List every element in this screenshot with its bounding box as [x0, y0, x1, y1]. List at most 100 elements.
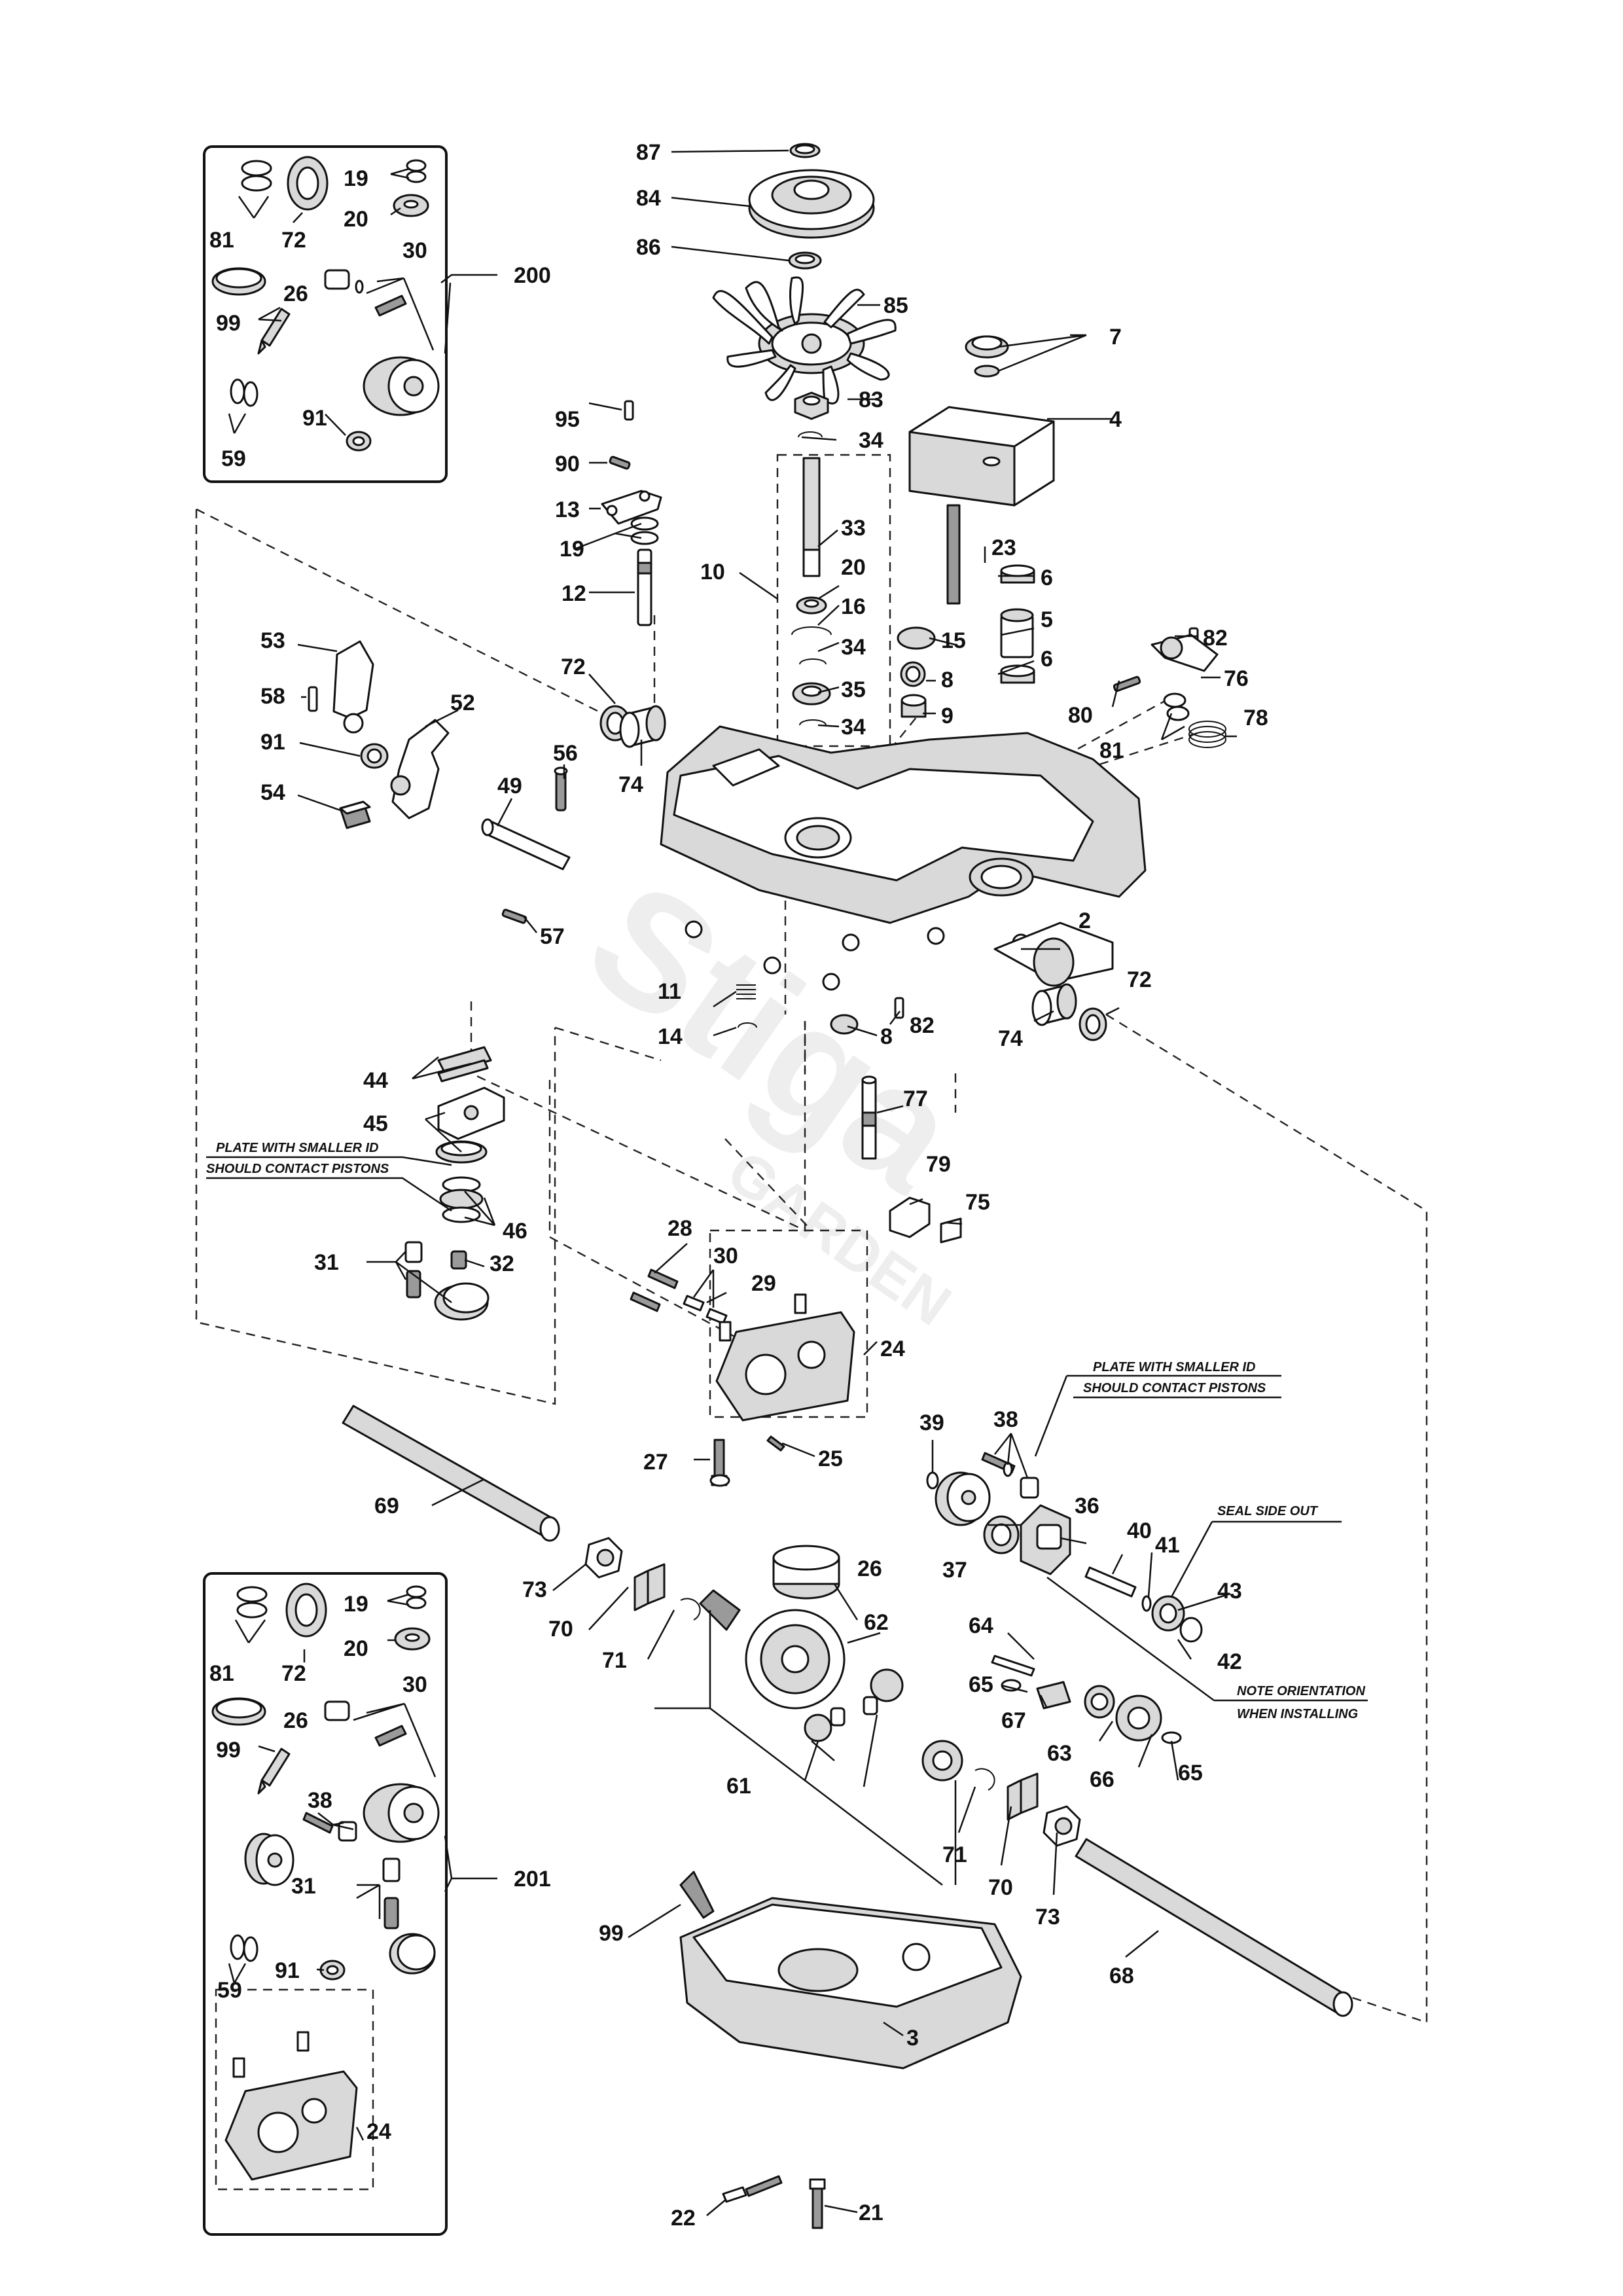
callout-21: 21: [859, 2200, 883, 2225]
callout-81m: 81: [1099, 738, 1124, 763]
callout-61: 61: [726, 1774, 751, 1799]
callout-14: 14: [658, 1024, 683, 1049]
callout-3: 3: [906, 2026, 919, 2051]
callout-26m: 26: [857, 1556, 882, 1581]
pulley-fan-stack: [712, 143, 897, 726]
callout-k1-59: 59: [221, 446, 246, 471]
control-arm-group: [601, 400, 662, 626]
callout-k1-91: 91: [302, 406, 327, 431]
left-axle-group: [342, 1405, 701, 1621]
notes: PLATE WITH SMALLER ID SHOULD CONTACT PIS…: [206, 1141, 1365, 1721]
callout-27: 27: [643, 1450, 668, 1475]
lower-case-group: [679, 1435, 1022, 2229]
return-arm-group: [1113, 627, 1226, 748]
callout-43: 43: [1217, 1579, 1242, 1604]
note-plate-b-2: SHOULD CONTACT PISTONS: [1083, 1381, 1266, 1395]
callout-82b: 82: [910, 1013, 935, 1038]
callout-10: 10: [700, 560, 725, 584]
callout-54: 54: [260, 780, 285, 805]
callout-77: 77: [903, 1086, 928, 1111]
callout-32: 32: [490, 1251, 514, 1276]
callout-6b: 6: [1041, 647, 1053, 672]
callout-74b: 74: [998, 1026, 1023, 1051]
reservoir-group: [897, 335, 1055, 718]
kit-box-200: 81 72 19 20 30 26 99 59 91 200: [203, 145, 551, 483]
callout-k2-99: 99: [216, 1738, 241, 1763]
callout-67: 67: [1001, 1708, 1026, 1733]
callout-9: 9: [941, 704, 954, 728]
note-plate-a-1: PLATE WITH SMALLER ID: [216, 1141, 379, 1155]
callout-k2-38: 38: [308, 1788, 332, 1813]
callout-k1-99: 99: [216, 311, 241, 336]
callout-71a: 71: [602, 1648, 627, 1673]
callout-k2-59: 59: [217, 1978, 242, 2003]
callout-64: 64: [969, 1613, 993, 1638]
callout-34b: 34: [841, 635, 866, 660]
right-pump-group: [926, 1452, 1203, 1643]
note-orient-2: WHEN INSTALLING: [1237, 1707, 1358, 1721]
callout-76: 76: [1224, 666, 1249, 691]
callout-29: 29: [751, 1271, 776, 1296]
callout-k2-26: 26: [283, 1708, 308, 1733]
callout-38a: 38: [993, 1407, 1018, 1432]
right-bearing-group: [736, 983, 1107, 1041]
note-plate-a-2: SHOULD CONTACT PISTONS: [206, 1162, 389, 1176]
callout-k2-31: 31: [291, 1874, 316, 1899]
callout-23: 23: [991, 535, 1016, 560]
callout-15: 15: [941, 628, 966, 653]
callout-99m: 99: [599, 1921, 624, 1946]
callout-k2-24: 24: [366, 2119, 391, 2144]
callout-labels: 87 84 86 85 7 4 83 34 95 90 13 19 12 33 …: [260, 140, 1268, 2231]
callout-25: 25: [818, 1446, 843, 1471]
callout-24a: 24: [880, 1336, 905, 1361]
callout-11: 11: [658, 979, 681, 1004]
callout-70a: 70: [548, 1617, 573, 1641]
callout-33: 33: [841, 516, 866, 541]
callout-k1-20: 20: [344, 207, 368, 232]
callout-k2-201: 201: [514, 1867, 551, 1892]
callout-k2-72: 72: [281, 1661, 306, 1686]
callout-7: 7: [1109, 325, 1122, 350]
callout-2: 2: [1079, 908, 1091, 933]
callout-37: 37: [942, 1558, 967, 1583]
callout-8a: 8: [941, 668, 954, 692]
callout-k2-20: 20: [344, 1636, 368, 1661]
callout-28: 28: [668, 1216, 692, 1241]
callout-62: 62: [864, 1610, 889, 1635]
callout-74a: 74: [618, 772, 643, 797]
callout-13: 13: [555, 497, 580, 522]
main-case: [660, 725, 1147, 991]
callout-k1-19: 19: [344, 166, 368, 191]
callout-82a: 82: [1203, 626, 1228, 651]
callout-78: 78: [1243, 706, 1268, 730]
callout-44: 44: [363, 1068, 388, 1093]
callout-22: 22: [671, 2206, 696, 2231]
callout-35: 35: [841, 677, 866, 702]
callout-57: 57: [540, 924, 565, 949]
callout-65a: 65: [969, 1672, 993, 1697]
callout-8b: 8: [880, 1024, 893, 1049]
callout-k1-26: 26: [283, 281, 308, 306]
callout-63: 63: [1047, 1741, 1072, 1766]
callout-95: 95: [555, 407, 580, 432]
callout-70b: 70: [988, 1875, 1013, 1900]
callout-72a: 72: [561, 655, 586, 679]
callout-68: 68: [1109, 1964, 1134, 1988]
callout-36: 36: [1075, 1494, 1099, 1518]
callout-65b: 65: [1178, 1761, 1203, 1785]
callout-90: 90: [555, 452, 580, 476]
callout-80: 80: [1068, 703, 1093, 728]
callout-53: 53: [260, 628, 285, 653]
watermark: Stiga GARDEN: [558, 846, 991, 1338]
callout-87: 87: [636, 140, 661, 165]
callout-72b: 72: [1127, 967, 1152, 992]
callout-k2-19: 19: [344, 1592, 368, 1617]
callout-31a: 31: [314, 1250, 339, 1275]
callout-73a: 73: [522, 1577, 547, 1602]
callout-4: 4: [1109, 407, 1122, 432]
callout-k2-30: 30: [402, 1672, 427, 1697]
pump-group-left: [404, 1046, 505, 1321]
callout-34a: 34: [859, 428, 883, 453]
leader-lines: [206, 149, 1368, 2216]
callout-75: 75: [965, 1190, 990, 1215]
